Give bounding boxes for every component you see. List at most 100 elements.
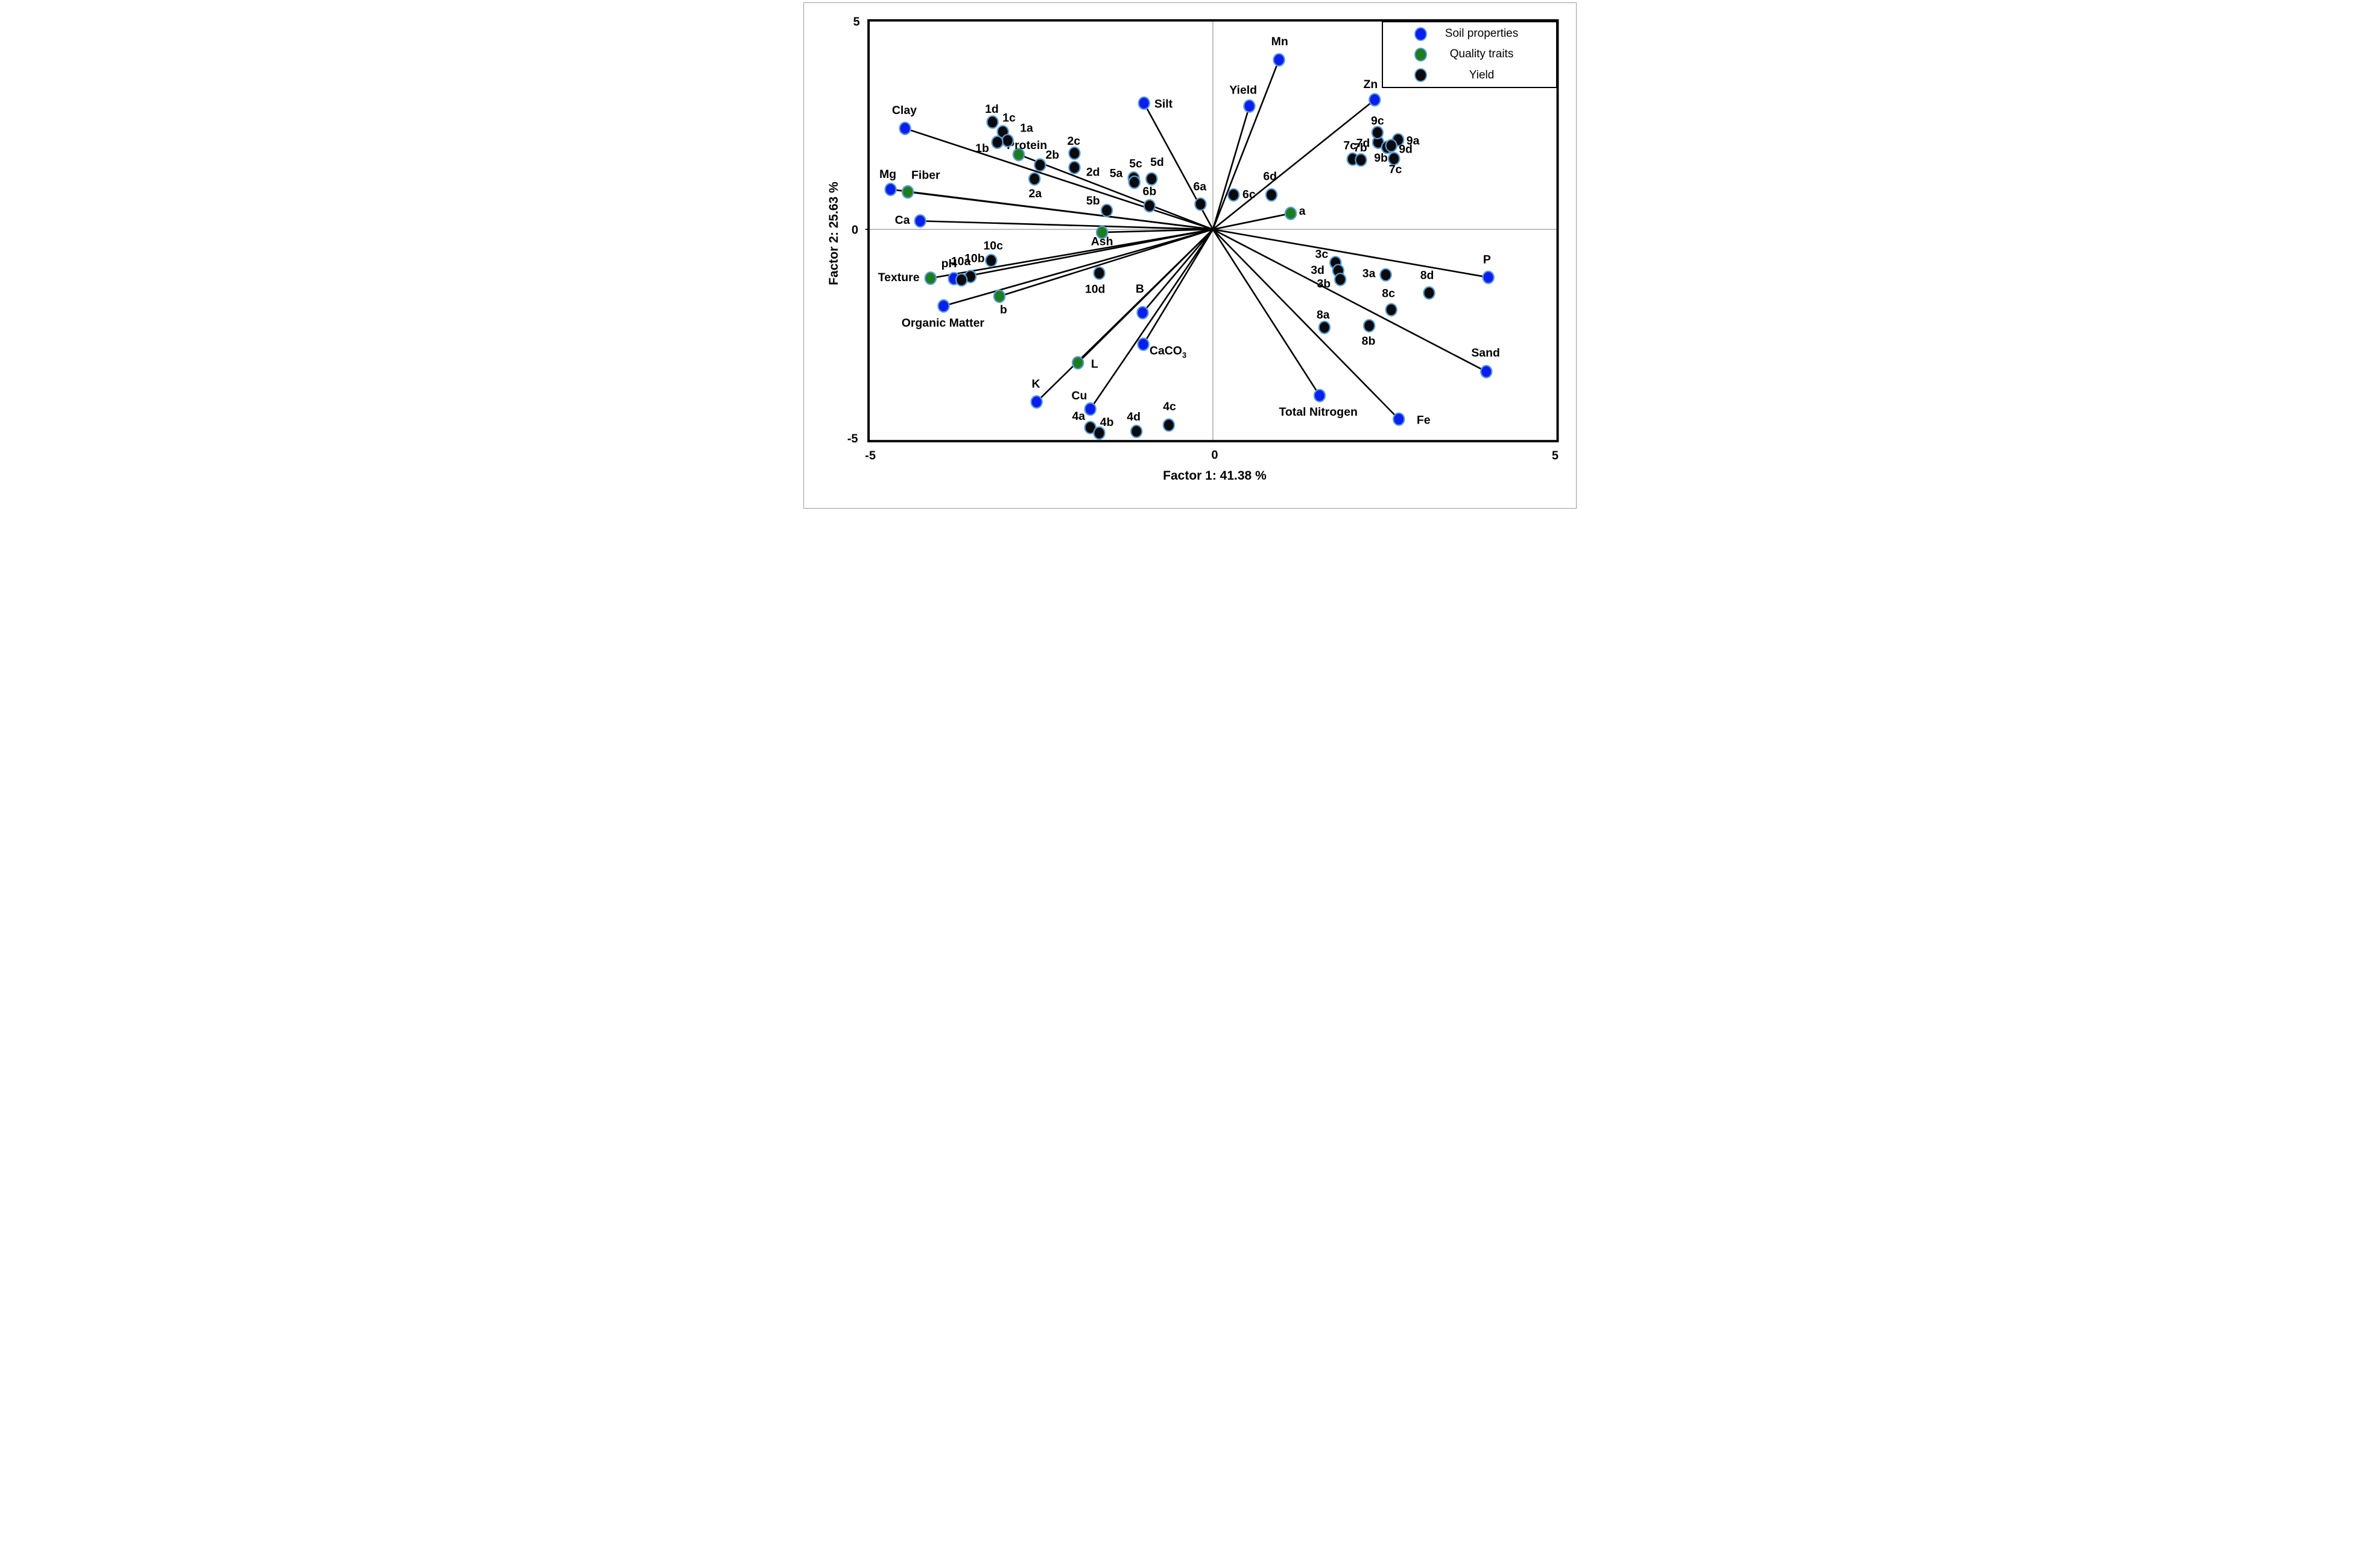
point-label-8c: 8c [1382,287,1395,300]
vector-a [1212,212,1292,230]
vector-b [1142,228,1214,314]
legend-row-yield: Yield [1383,68,1556,83]
point-soil-properties-p [1482,270,1495,284]
point-label-ca: Ca [895,214,910,227]
point-yield-1b [991,135,1004,150]
point-soil-properties-total-nitrogen [1313,389,1326,402]
vector-clay [904,127,1214,230]
point-yield-2c [1068,146,1081,160]
legend-label: Yield [1469,68,1495,81]
point-soil-properties-organic-matter [937,299,950,313]
point-label-6a: 6a [1193,180,1206,193]
point-yield-2d [1068,160,1081,174]
point-label-a: a [1299,205,1306,218]
point-label-1d: 1d [985,103,999,116]
vector-ca [919,220,1214,230]
point-label-4a: 4a [1072,410,1085,423]
point-soil-properties-mn [1273,52,1285,67]
vector-texture [929,228,1214,279]
point-yield-6c [1227,188,1240,202]
point-quality-traits-fiber [901,185,914,199]
point-yield-2a [1028,172,1041,186]
point-label-total-nitrogen: Total Nitrogen [1279,405,1357,419]
point-soil-properties-caco3 [1137,337,1150,351]
point-label-mn: Mn [1271,35,1288,48]
point-label-3d: 3d [1311,264,1325,277]
point-label-4d: 4d [1127,410,1141,424]
point-yield-5d [1145,172,1158,186]
point-quality-traits-texture [924,271,937,285]
point-quality-traits-protein [1012,147,1025,162]
point-label-fe: Fe [1417,413,1431,427]
point-yield-2b [1034,158,1046,172]
point-label-mg: Mg [879,168,896,181]
point-label-p: P [1483,253,1491,267]
point-yield-8c [1385,303,1397,317]
point-label-9a: 9a [1407,134,1420,147]
x-tick-zero: 0 [1211,448,1218,462]
point-label-8a: 8a [1317,308,1330,322]
point-yield-8b [1362,319,1376,333]
vector-protein [1018,153,1214,230]
plot-frame [867,19,1559,443]
point-label-10b: 10b [964,252,985,265]
point-soil-properties-clay [899,121,911,136]
vector-l [1077,228,1214,364]
vector-p [1212,228,1489,278]
point-label-texture: Texture [878,271,920,284]
point-label-cu: Cu [1071,389,1087,402]
point-soil-properties-sand [1480,364,1493,379]
point-label-7c: 7c [1343,139,1356,153]
point-yield-4b [1093,426,1106,440]
point-label-b: B [1136,282,1144,296]
point-yield-4d [1130,424,1143,439]
legend-label: Soil properties [1445,27,1519,40]
y-axis-title: Factor 2: 25.63 % [826,181,841,285]
point-yield-5c [1128,175,1141,189]
point-yield-10c [985,253,998,267]
point-label-5c: 5c [1129,157,1142,171]
point-label-3a: 3a [1362,267,1376,281]
point-label-clay: Clay [892,104,917,117]
vector-total-nitrogen [1212,228,1321,396]
point-soil-properties-b [1136,306,1149,320]
point-label-8d: 8d [1420,269,1434,282]
point-label-4c: 4c [1163,400,1176,413]
vector-mn [1212,59,1280,230]
point-yield-1d [986,115,999,129]
point-label-7d: 7d [1356,137,1370,150]
vector-yield [1212,105,1250,230]
point-label-5b: 5b [1086,194,1100,208]
point-quality-traits-l [1071,356,1084,370]
point-label-1c: 1c [1002,112,1016,125]
point-label-2d: 2d [1086,166,1100,179]
vector-zn [1212,99,1376,230]
point-yield-10d [1093,266,1106,280]
point-yield-6a [1194,197,1207,211]
x-axis-title: Factor 1: 41.38 % [1163,469,1267,483]
point-soil-properties-zn [1369,93,1381,107]
point-label-ph: pH [942,257,957,270]
point-label-7b: 7b [1353,141,1367,154]
point-quality-traits-a [1284,206,1297,220]
point-label-7c: 7c [1389,163,1402,176]
point-label-9d: 9d [1399,142,1413,156]
point-yield-3b [1334,272,1347,287]
y-tick-zero: 0 [851,223,859,237]
vector-fiber [907,191,1214,230]
point-label-9b: 9b [1374,151,1388,165]
point-label-b: b [1000,303,1007,317]
legend-row-quality-traits: Quality traits [1383,47,1556,62]
point-yield-5b [1100,203,1113,218]
point-yield-6b [1143,198,1156,213]
vector-sand [1212,228,1487,373]
point-yield-9d [1385,139,1397,153]
point-label-k: K [1031,377,1040,390]
point-label-2c: 2c [1067,135,1080,148]
point-label-4b: 4b [1100,416,1114,429]
point-label-zn: Zn [1364,78,1378,91]
point-label-9c: 9c [1371,115,1384,128]
point-yield-4c [1162,418,1176,432]
